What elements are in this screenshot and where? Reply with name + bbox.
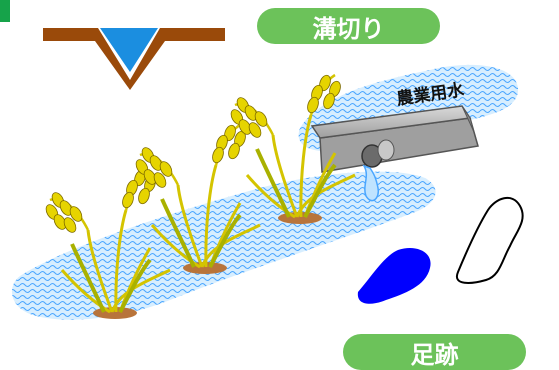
- trench-label: 溝切り: [257, 8, 440, 44]
- left-tab: [0, 0, 10, 22]
- footprint-label: 足跡: [343, 334, 526, 370]
- footprint-icon: [455, 196, 524, 284]
- footprint-label-text: 足跡: [410, 340, 459, 369]
- water-pipe-icon: [310, 105, 479, 202]
- paddy-water-field: [11, 171, 436, 320]
- trench-cross-section-icon: [43, 28, 225, 90]
- footprint-icon: [357, 248, 431, 304]
- trench-label-text: 溝切り: [312, 14, 385, 43]
